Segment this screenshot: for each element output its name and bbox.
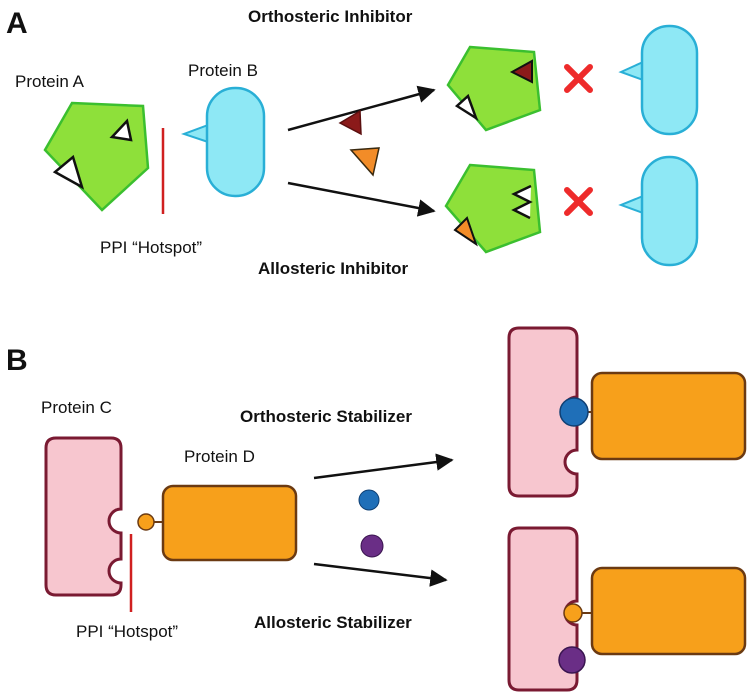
protein-c-orthosteric [507, 326, 579, 498]
panel-b-letter: B [6, 344, 28, 377]
orthosteric-inhibitor-ligand [338, 109, 362, 136]
protein-b [181, 86, 266, 198]
protein-a-label: Protein A [15, 72, 85, 91]
protein-a-orthosteric-pocket-upper [509, 59, 533, 84]
orthosteric-inhibitor-title: Orthosteric Inhibitor [248, 7, 413, 26]
panel-a: A Orthosteric Inhibitor Protein A Protei… [6, 7, 699, 278]
protein-b-body [205, 86, 266, 198]
orthosteric-stabilizer-ligand [358, 489, 380, 511]
protein-c [44, 436, 123, 597]
protein-d-orthosteric-body [590, 371, 747, 461]
protein-d-label: Protein D [184, 447, 255, 466]
protein-b-label: Protein B [188, 61, 258, 80]
protein-a-pocket-upper [109, 118, 133, 142]
protein-a-allosteric-distorted-pocket [511, 184, 533, 220]
protein-c-label: Protein C [41, 398, 112, 417]
protein-a-pocket-lower [52, 154, 85, 190]
protein-b-allosteric-peg [618, 194, 644, 215]
protein-b-peg [181, 123, 209, 144]
protein-d-allosteric-knob [563, 603, 583, 623]
protein-d [137, 484, 298, 562]
allosteric-stabilizer-bound [558, 646, 586, 674]
ppi-hotspot-label-b: PPI “Hotspot” [76, 622, 178, 641]
orthosteric-inhibition-result [446, 24, 699, 136]
allosteric-inhibitor-title: Allosteric Inhibitor [258, 259, 409, 278]
protein-a-allosteric-pocket-lower [453, 216, 478, 247]
allosteric-stabilizer-ligand [360, 534, 384, 558]
panel-a-letter: A [6, 7, 28, 40]
allosteric-stabilizer-title: Allosteric Stabilizer [254, 613, 412, 632]
arrow-to-allosteric-inhibition [287, 181, 436, 217]
arrow-to-orthosteric-stabilization [313, 453, 454, 480]
protein-d-body [161, 484, 298, 562]
allosteric-inhibition-result [444, 155, 699, 267]
panel-b: B Protein C Orthosteric Stabilizer Prote… [6, 326, 747, 692]
protein-a-orthosteric-pocket-lower [454, 93, 479, 122]
allosteric-inhibitor-ligand [349, 147, 380, 177]
orthosteric-stabilizer-bound [559, 397, 589, 427]
ppi-hotspot-label-a: PPI “Hotspot” [100, 238, 202, 257]
protein-a-body [43, 101, 150, 212]
block-x-icon-orthosteric [564, 64, 593, 93]
protein-b-orthosteric-body [640, 24, 699, 136]
protein-b-orthosteric-peg [618, 60, 644, 82]
protein-a [43, 101, 150, 212]
protein-b-allosteric-body [640, 155, 699, 267]
allosteric-stabilization-result [507, 526, 747, 692]
protein-d-knob [137, 513, 155, 531]
orthosteric-stabilization-result [507, 326, 747, 498]
protein-a-orthosteric-body [446, 45, 542, 132]
arrow-to-orthosteric-inhibition [287, 85, 436, 132]
orthosteric-stabilizer-title: Orthosteric Stabilizer [240, 407, 412, 426]
arrow-to-allosteric-stabilization [313, 562, 448, 587]
protein-d-allosteric-body [590, 566, 747, 656]
block-x-icon-allosteric [564, 187, 593, 216]
